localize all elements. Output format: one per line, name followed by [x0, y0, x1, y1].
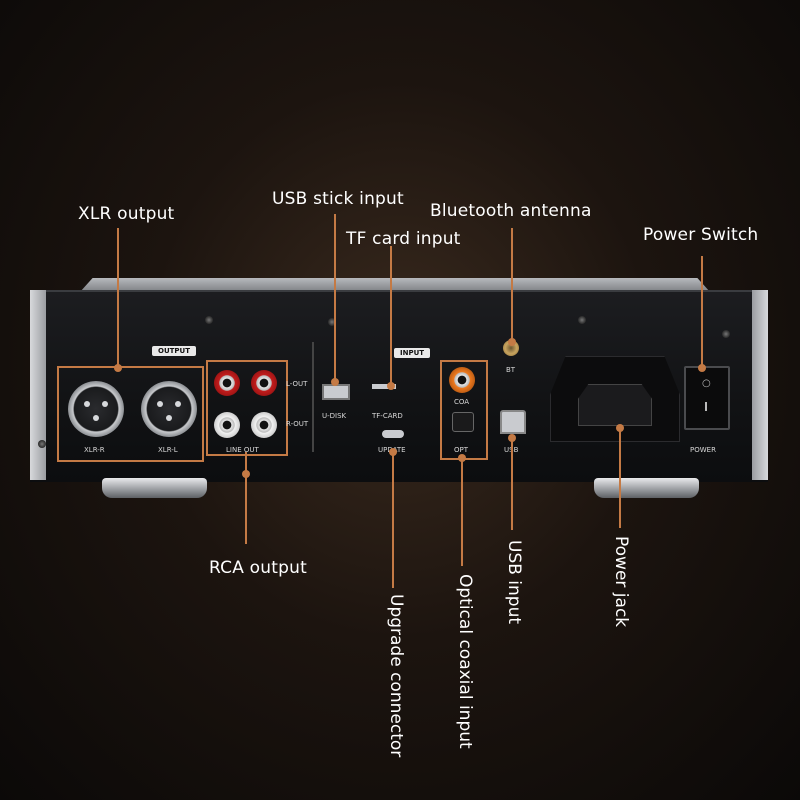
switch-on-mark — [705, 402, 707, 411]
screw-icon — [38, 440, 46, 448]
callout-line-xlr — [117, 228, 119, 368]
callout-line-optical-coaxial — [461, 456, 463, 566]
device-side-left — [30, 290, 46, 480]
callout-rca-output: RCA output — [209, 558, 307, 578]
xlr-right-connector[interactable] — [68, 381, 124, 437]
callout-dot-bluetooth — [508, 338, 516, 346]
screw-icon — [205, 316, 213, 324]
device-top-lid — [80, 278, 710, 292]
xlr-r-label: XLR-R — [84, 446, 105, 454]
callout-dot-power-switch — [698, 364, 706, 372]
callout-tf-card-input: TF card input — [346, 229, 461, 249]
callout-line-power-jack — [619, 428, 621, 528]
screw-icon — [578, 316, 586, 324]
callout-line-rca — [245, 452, 247, 544]
rca-highlight-box — [206, 360, 288, 456]
input-tag: INPUT — [394, 348, 431, 358]
power-label: POWER — [690, 446, 716, 454]
usb-c-update-port[interactable] — [382, 430, 404, 438]
callout-dot-optical-coaxial — [458, 454, 466, 462]
callout-dot-upgrade — [389, 448, 397, 456]
callout-line-upgrade — [392, 450, 394, 588]
callout-dot-rca — [242, 470, 250, 478]
callout-line-usb-input — [511, 438, 513, 530]
rca-right-red-jack[interactable] — [214, 370, 240, 396]
callout-dot-usb-stick — [331, 378, 339, 386]
xlr-highlight-box — [57, 366, 204, 462]
rca-right-red-jack[interactable] — [251, 370, 277, 396]
panel-divider — [312, 342, 314, 452]
opt-label: OPT — [454, 446, 469, 454]
callout-dot-xlr — [114, 364, 122, 372]
l-out-label: L-OUT — [286, 380, 308, 388]
callout-xlr-output: XLR output — [78, 204, 175, 224]
callout-usb-stick-input: USB stick input — [272, 189, 404, 209]
callout-upgrade-connector: Upgrade connector — [386, 594, 406, 758]
callout-power-switch: Power Switch — [643, 225, 759, 245]
coaxial-jack[interactable] — [449, 367, 475, 393]
screw-icon — [328, 318, 336, 326]
line-out-label: LINE OUT — [226, 446, 259, 454]
u-disk-label: U-DISK — [322, 412, 347, 420]
switch-off-mark: ○ — [702, 378, 711, 389]
usb-b-port[interactable] — [500, 410, 526, 434]
tf-card-label: TF-CARD — [372, 412, 403, 420]
usb-a-port[interactable] — [322, 384, 350, 400]
xlr-l-label: XLR-L — [158, 446, 178, 454]
device-side-right — [752, 290, 768, 480]
callout-usb-input: USB input — [504, 540, 524, 625]
callout-line-bluetooth — [511, 228, 513, 342]
rca-left-white-jack[interactable] — [251, 412, 277, 438]
rca-left-white-jack[interactable] — [214, 412, 240, 438]
xlr-left-connector[interactable] — [141, 381, 197, 437]
r-out-label: R-OUT — [286, 420, 309, 428]
callout-bluetooth-antenna: Bluetooth antenna — [430, 201, 592, 221]
callout-power-jack: Power jack — [611, 536, 631, 628]
callout-dot-tf-card — [387, 382, 395, 390]
tf-card-slot[interactable] — [372, 384, 396, 389]
callout-line-tf-card — [390, 246, 392, 386]
coa-label: COA — [454, 398, 470, 406]
device-foot-right — [594, 478, 699, 498]
optical-port[interactable] — [452, 412, 474, 432]
power-jack-socket[interactable] — [578, 384, 652, 426]
device-foot-left — [102, 478, 207, 498]
power-switch[interactable]: ○ — [684, 366, 730, 430]
screw-icon — [722, 330, 730, 338]
callout-dot-power-jack — [616, 424, 624, 432]
callout-line-usb-stick — [334, 214, 336, 382]
output-tag: OUTPUT — [152, 346, 196, 356]
callout-dot-usb-input — [508, 434, 516, 442]
bt-label: BT — [506, 366, 516, 374]
callout-line-power-switch — [701, 256, 703, 368]
callout-optical-coaxial-input: Optical coaxial input — [455, 574, 475, 749]
